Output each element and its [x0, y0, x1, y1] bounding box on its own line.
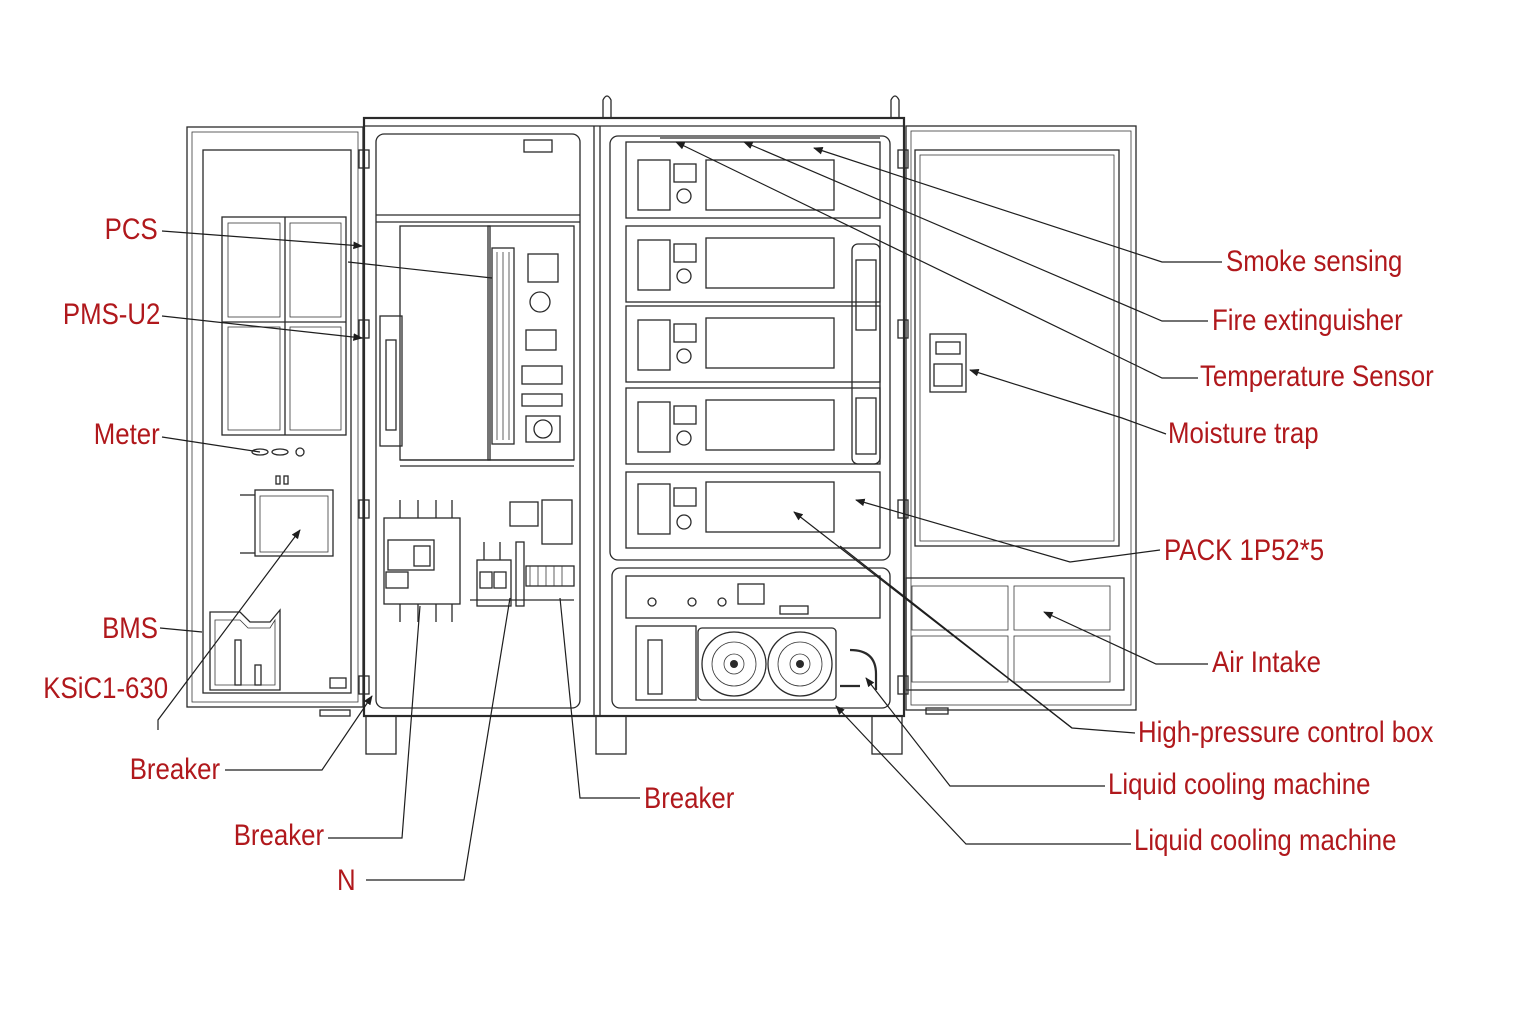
label-moisture-trap: Moisture trap [1168, 417, 1319, 450]
cooling-compartment [611, 567, 891, 709]
label-pack: PACK 1P52*5 [1164, 534, 1325, 567]
label-breaker-1: Breaker [129, 753, 220, 786]
label-temperature-sensor: Temperature Sensor [1200, 360, 1434, 393]
battery-compartment [609, 135, 891, 561]
label-pcs: PCS [104, 213, 158, 246]
battery-pack-4 [625, 387, 881, 465]
battery-pack-5 [625, 471, 881, 549]
label-smoke-sensing: Smoke sensing [1226, 245, 1403, 278]
label-ksic1-630: KSiC1-630 [43, 672, 168, 705]
label-bms: BMS [102, 612, 158, 645]
cooling-fan-right [767, 631, 833, 697]
callout-lines [157, 141, 1222, 881]
label-breaker-2: Breaker [233, 819, 324, 852]
battery-pack-3 [625, 305, 881, 383]
label-fire-extinguisher: Fire extinguisher [1212, 304, 1403, 337]
pcs-terminal-strip [491, 247, 515, 445]
label-high-pressure-control-box: High-pressure control box [1138, 716, 1434, 749]
electrical-compartment [375, 133, 581, 709]
cabinet-frame [358, 95, 909, 755]
right-door [905, 125, 1137, 715]
left-door [186, 126, 364, 717]
label-n: N [337, 864, 356, 897]
label-breaker-3: Breaker [644, 782, 735, 815]
label-liquid-cooling-machine-1: Liquid cooling machine [1108, 768, 1371, 801]
label-meter: Meter [94, 418, 160, 451]
label-air-intake: Air Intake [1212, 646, 1321, 679]
label-pms-u2: PMS-U2 [62, 298, 160, 331]
label-liquid-cooling-machine-2: Liquid cooling machine [1134, 824, 1397, 857]
cooling-fan-left [701, 631, 767, 697]
battery-pack-2 [625, 225, 881, 303]
